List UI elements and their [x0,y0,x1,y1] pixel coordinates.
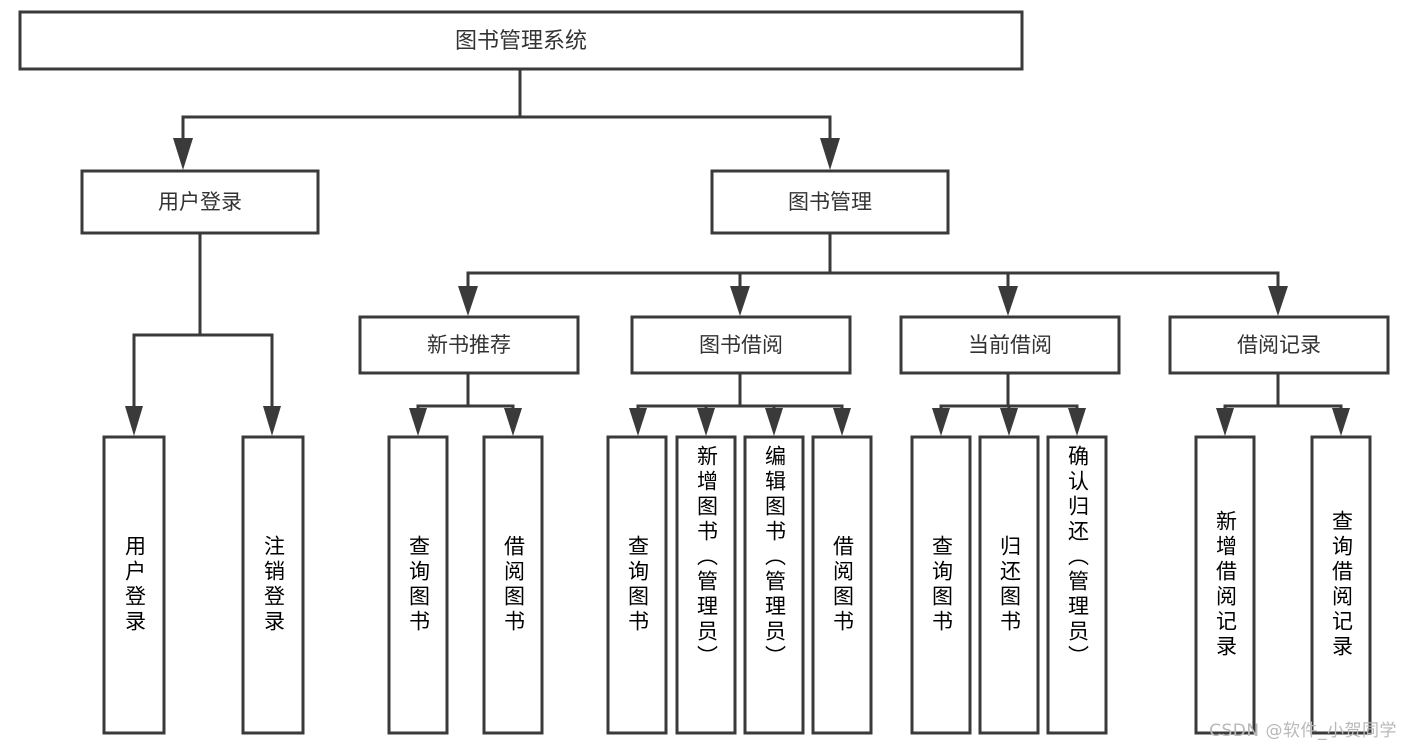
node-book-manage-box[interactable] [710,169,950,235]
node-book-manage[interactable]: 图书管理 [710,169,950,235]
node-book-borrow-label: 图书借阅 [699,333,783,357]
arrow-head-leaf-edit-book [765,408,783,436]
node-leaf-borrow-book-2-label: 借阅图书 [830,535,855,635]
arrow-head-leaf-borrow-book-2 [833,408,851,436]
node-leaf-query-book-1[interactable]: 查询图书 [387,435,449,735]
node-leaf-edit-book[interactable]: 编辑图书（管理员） [743,435,805,735]
node-leaf-borrow-book-2-box[interactable] [811,435,873,735]
node-leaf-query-book-2-box[interactable] [606,435,668,735]
node-leaf-query-book-2[interactable]: 查询图书 [606,435,668,735]
arrow-head-user-login [173,138,193,170]
arrow-head-leaf-user-login [125,406,143,436]
csdn-watermark: CSDN @软件_小贺同学 [1209,721,1397,741]
node-leaf-query-book-1-box[interactable] [387,435,449,735]
node-user-login[interactable]: 用户登录 [80,169,320,235]
node-leaf-add-book[interactable]: 新增图书（管理员） [675,435,737,735]
connector-layer [125,67,1350,436]
node-leaf-query-record-label: 查询借阅记录 [1329,510,1354,660]
node-book-borrow[interactable]: 图书借阅 [630,315,852,375]
node-new-book-recommend-box[interactable] [358,315,580,375]
node-leaf-return-book-box[interactable] [978,435,1040,735]
arrow-head-new-book-recommend [458,286,478,316]
leaf-nodes-layer: 用户登录 注销登录 查询图书 [102,435,1372,735]
node-leaf-borrow-book-1-box[interactable] [482,435,544,735]
arrow-head-leaf-confirm-return [1068,408,1086,436]
arrow-head-book-manage [820,138,840,170]
node-leaf-return-book[interactable]: 归还图书 [978,435,1040,735]
node-root-box[interactable] [18,10,1024,71]
node-leaf-logout-box[interactable] [241,435,305,735]
node-borrow-record-box[interactable] [1168,315,1390,375]
node-leaf-add-record[interactable]: 新增借阅记录 [1194,435,1256,735]
node-borrow-record[interactable]: 借阅记录 [1168,315,1390,375]
node-leaf-confirm-return[interactable]: 确认归还（管理员） [1046,435,1108,735]
node-user-login-box[interactable] [80,169,320,235]
node-leaf-query-record[interactable]: 查询借阅记录 [1310,435,1372,735]
arrow-head-leaf-query-book-1 [409,408,427,436]
node-user-login-label: 用户登录 [158,190,242,214]
node-leaf-return-book-label: 归还图书 [997,535,1022,635]
arrow-head-borrow-record [1268,286,1288,316]
arrow-head-leaf-borrow-book-1 [504,408,522,436]
arrow-head-leaf-add-book [697,408,715,436]
node-book-borrow-box[interactable] [630,315,852,375]
node-current-borrow-label: 当前借阅 [968,333,1052,357]
arrow-head-book-borrow [730,286,750,316]
node-leaf-add-record-label: 新增借阅记录 [1213,510,1238,660]
arrow-head-current-borrow [998,286,1018,316]
node-leaf-query-book-3-label: 查询图书 [929,535,954,635]
node-leaf-user-login-box[interactable] [102,435,166,735]
node-leaf-query-book-3-box[interactable] [910,435,972,735]
node-new-book-recommend[interactable]: 新书推荐 [358,315,580,375]
node-leaf-confirm-return-box[interactable] [1046,435,1108,735]
arrow-head-leaf-query-record [1332,408,1350,436]
node-root[interactable]: 图书管理系统 [18,10,1024,71]
node-current-borrow-box[interactable] [899,315,1121,375]
node-leaf-user-login-label: 用户登录 [122,535,147,635]
node-leaf-query-book-2-label: 查询图书 [625,535,650,635]
node-leaf-user-login[interactable]: 用户登录 [102,435,166,735]
node-borrow-record-label: 借阅记录 [1237,333,1321,357]
node-leaf-edit-book-label: 编辑图书（管理员） [762,445,787,670]
node-leaf-borrow-book-2[interactable]: 借阅图书 [811,435,873,735]
node-leaf-add-record-box[interactable] [1194,435,1256,735]
arrow-head-leaf-query-book-3 [932,408,950,436]
node-leaf-query-book-1-label: 查询图书 [406,535,431,635]
arrow-head-leaf-query-book-2 [629,408,647,436]
node-root-label: 图书管理系统 [455,29,587,54]
node-leaf-borrow-book-1[interactable]: 借阅图书 [482,435,544,735]
node-leaf-add-book-label: 新增图书（管理员） [694,445,719,670]
node-leaf-add-book-box[interactable] [675,435,737,735]
node-current-borrow[interactable]: 当前借阅 [899,315,1121,375]
node-leaf-edit-book-box[interactable] [743,435,805,735]
node-leaf-query-record-box[interactable] [1310,435,1372,735]
node-new-book-recommend-label: 新书推荐 [427,333,511,357]
node-leaf-confirm-return-label: 确认归还（管理员） [1065,445,1090,670]
node-leaf-logout-label: 注销登录 [261,535,286,635]
node-leaf-logout[interactable]: 注销登录 [241,435,305,735]
node-leaf-borrow-book-1-label: 借阅图书 [501,535,526,635]
node-book-manage-label: 图书管理 [788,190,872,214]
arrow-head-leaf-add-record [1216,408,1234,436]
node-leaf-query-book-3[interactable]: 查询图书 [910,435,972,735]
arrow-head-leaf-return-book [1000,408,1018,436]
arrow-head-leaf-logout [263,406,281,436]
